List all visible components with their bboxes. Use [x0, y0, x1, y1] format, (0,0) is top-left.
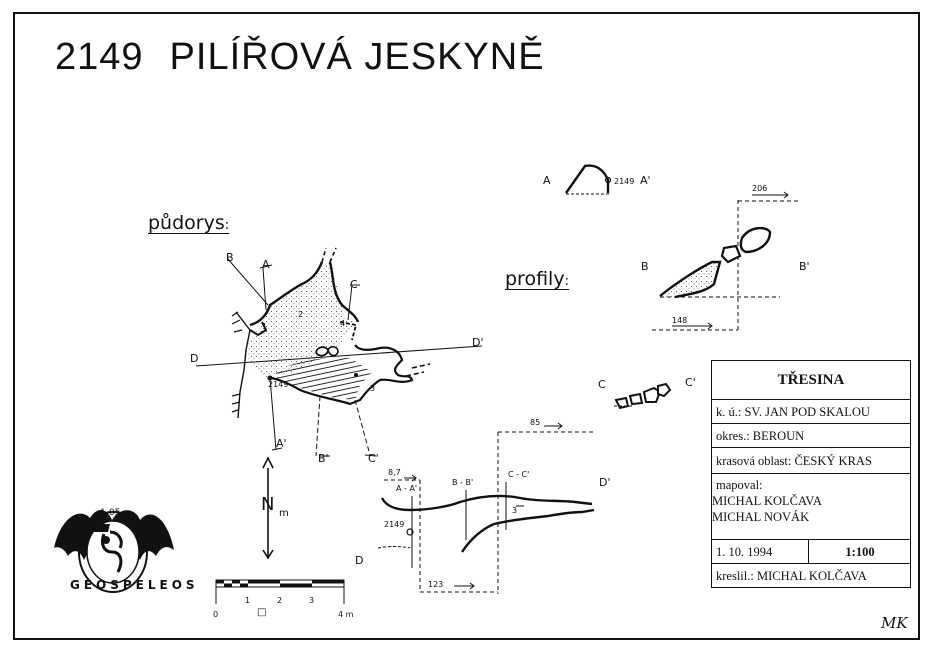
drawn-by: kreslil.: MICHAL KOLČAVA — [712, 563, 910, 587]
profile-letter-d: D — [355, 554, 364, 567]
profile-letter-c: C — [598, 378, 606, 391]
logo-text: GEOSPELEOS — [70, 578, 199, 592]
rock-edge-ticks — [231, 311, 243, 413]
plan-letter-b-prime: B' — [318, 452, 329, 465]
surveyor-name-1: MICHAL KOLČAVA — [712, 494, 822, 508]
measurement-8-7: 8,7 — [388, 468, 401, 477]
surveyor-name-2: MICHAL NOVÁK — [712, 510, 810, 524]
info-box: TŘESINA k. ú.: SV. JAN POD SKALOU okres.… — [711, 360, 911, 588]
scale-tick-0: 0 — [213, 610, 219, 619]
profile-cc — [614, 382, 672, 410]
plan-letter-d-prime: D' — [472, 336, 484, 349]
profile-letter-a-prime: A' — [640, 174, 651, 187]
rock-edge — [235, 311, 251, 419]
date-scale-row: 1. 10. 1994 1:100 — [712, 539, 911, 564]
profile-letter-b-prime: B' — [799, 260, 810, 273]
pillar — [315, 346, 329, 357]
locality-name: TŘESINA — [777, 372, 845, 388]
scale-bar — [215, 579, 345, 604]
cave-name: PILÍŘOVÁ JESKYNĚ — [169, 36, 545, 78]
point-number-3: 3 — [370, 384, 376, 393]
karst-region: krasová oblast: ČESKÝ KRAS — [712, 447, 910, 473]
section-line-a-lower — [269, 377, 277, 451]
scale-mark: □ — [257, 607, 267, 618]
north-arrow — [262, 456, 274, 560]
profile-letter-d-prime: D' — [599, 476, 611, 489]
plan-label: půdorys: — [148, 212, 230, 234]
section-line-b — [226, 257, 269, 306]
measurement-85: 85 — [530, 418, 541, 427]
scale-tick-4m: 4 m — [338, 610, 354, 619]
scale-tick-1: 1 — [245, 596, 251, 605]
cave-wall — [271, 344, 414, 406]
profile-dd — [377, 422, 596, 594]
plan-letter-d: D — [190, 352, 199, 365]
scale-tick-2: 2 — [277, 596, 283, 605]
point-number-2: 2 — [298, 310, 304, 319]
plan-letter-a: A — [262, 258, 270, 271]
plan-letter-a-prime: A' — [276, 437, 287, 450]
profile-letter-c-prime: C' — [685, 376, 696, 389]
profile-label-aa: A - A' — [396, 484, 418, 493]
section-line-d — [195, 345, 483, 367]
survey-point — [354, 373, 358, 377]
profile-letter-b: B — [641, 260, 649, 273]
map-frame — [13, 12, 920, 640]
plan-letter-c-prime: C' — [368, 452, 379, 465]
district: okres.: BEROUN — [712, 423, 910, 447]
survey-date: 1. 10. 1994 — [716, 545, 773, 559]
measurement-206: 206 — [752, 184, 768, 193]
profile-aa — [565, 164, 612, 195]
signature: MK — [881, 614, 908, 632]
north-sub: m — [279, 508, 289, 519]
section-line-b-lower — [315, 395, 321, 457]
cadastral-area: k. ú.: SV. JAN POD SKALOU — [712, 399, 910, 423]
section-line-a — [262, 267, 267, 311]
logo-code: 1-05 — [100, 508, 121, 518]
profile-entrance-number: 2149 — [614, 177, 635, 186]
measurement-123: 123 — [428, 580, 444, 589]
surveyors-label: mapoval: — [716, 478, 763, 492]
cave-wall — [249, 321, 268, 337]
cave-number: 2149 — [55, 36, 144, 78]
cave-wall — [249, 261, 324, 327]
geospeleos-logo — [54, 510, 174, 593]
point-number-4: 4 — [340, 319, 346, 328]
map-scale: 1:100 — [808, 540, 911, 564]
profiles-label: profily: — [505, 268, 569, 290]
cave-wall — [339, 321, 358, 341]
profile-letter-a: A — [543, 174, 551, 187]
pillar — [327, 346, 339, 357]
profile-dd-point: 3 — [512, 506, 518, 515]
cave-wall — [321, 247, 337, 263]
entrance-number: 2149 — [268, 380, 289, 389]
map-title: 2149 PILÍŘOVÁ JESKYNĚ — [55, 36, 545, 79]
cave-wall — [405, 363, 431, 377]
north-label: N — [261, 494, 275, 515]
plan-letter-c: C — [350, 278, 358, 291]
plan-view — [195, 247, 483, 457]
surveyors: mapoval: MICHAL KOLČAVA MICHAL NOVÁK — [712, 473, 910, 539]
cave-floor-hatched — [272, 357, 372, 400]
entrance-marker — [267, 375, 273, 381]
plan-letter-b: B — [226, 251, 234, 264]
section-line-c — [347, 284, 353, 321]
point-number-1: 1 — [262, 322, 268, 331]
scale-tick-3: 3 — [309, 596, 315, 605]
profile-bb — [652, 191, 800, 331]
profile-dd-entrance-number: 2149 — [384, 520, 405, 529]
section-line-c-lower — [354, 399, 371, 456]
measurement-148: 148 — [672, 316, 688, 325]
profile-label-cc: C - C' — [508, 470, 530, 479]
profile-label-bb: B - B' — [452, 478, 474, 487]
cave-wall — [328, 261, 360, 323]
